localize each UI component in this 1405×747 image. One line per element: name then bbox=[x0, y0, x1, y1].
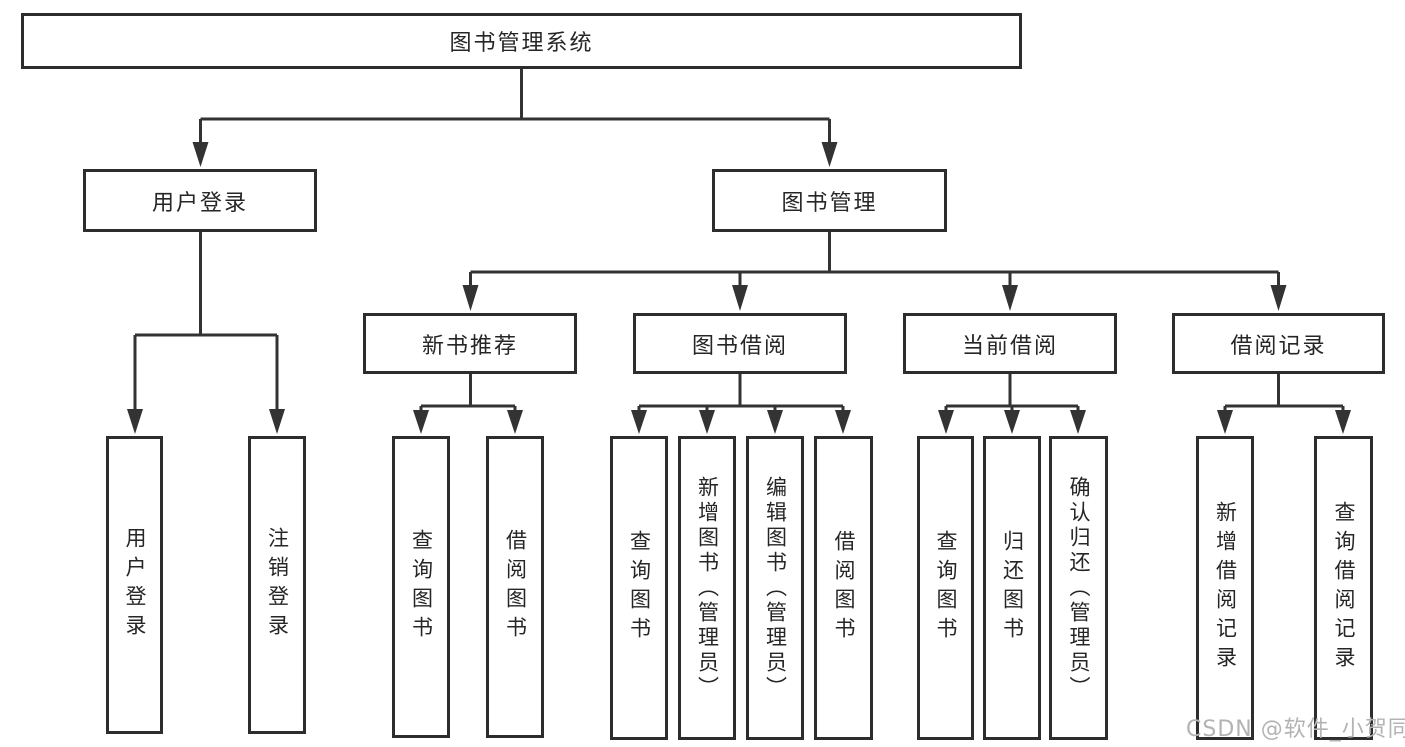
arrow-down-icon bbox=[821, 142, 838, 167]
leaf-label: 确认归还（管理员） bbox=[1067, 475, 1091, 701]
arrow-down-icon bbox=[835, 410, 851, 434]
leaf-label: 借阅图书 bbox=[503, 529, 528, 645]
arrow-down-icon bbox=[1217, 410, 1233, 434]
leaf-label: 查询图书 bbox=[627, 530, 652, 646]
connector-root bbox=[192, 68, 838, 167]
connector-book-borrowing bbox=[631, 374, 851, 434]
leaf-bb-add-books-admin: 新增图书（管理员） bbox=[678, 436, 736, 740]
arrow-down-icon bbox=[732, 285, 748, 311]
node-library-system: 图书管理系统 bbox=[21, 13, 1022, 69]
leaf-br-query-record: 查询借阅记录 bbox=[1314, 436, 1373, 740]
connector-borrowing-records bbox=[1217, 374, 1351, 434]
leaf-bb-edit-books-admin: 编辑图书（管理员） bbox=[746, 436, 804, 740]
connector-user-login bbox=[127, 232, 285, 434]
arrow-down-icon bbox=[767, 410, 783, 434]
arrow-down-icon bbox=[699, 410, 715, 434]
connector-book-management bbox=[462, 232, 1287, 311]
arrow-down-icon bbox=[938, 410, 954, 434]
leaf-user-login: 用户登录 bbox=[106, 436, 163, 734]
leaf-label: 归还图书 bbox=[1000, 530, 1025, 646]
arrow-down-icon bbox=[413, 410, 429, 434]
node-user-login: 用户登录 bbox=[83, 169, 317, 232]
arrow-down-icon bbox=[1335, 410, 1351, 434]
arrow-down-icon bbox=[269, 409, 285, 434]
leaf-label: 查询图书 bbox=[934, 530, 958, 646]
node-current-borrowing: 当前借阅 bbox=[903, 313, 1117, 374]
leaf-label: 新增借阅记录 bbox=[1213, 501, 1238, 675]
arrow-down-icon bbox=[1070, 410, 1086, 434]
arrow-down-icon bbox=[462, 285, 479, 311]
leaf-bb-borrow-books: 借阅图书 bbox=[814, 436, 873, 740]
arrow-down-icon bbox=[507, 410, 523, 434]
leaf-br-add-record: 新增借阅记录 bbox=[1196, 436, 1254, 740]
arrow-down-icon bbox=[1002, 285, 1018, 311]
leaf-cb-return-books: 归还图书 bbox=[983, 436, 1041, 740]
arrow-down-icon bbox=[127, 409, 143, 434]
leaf-logout: 注销登录 bbox=[248, 436, 306, 734]
node-new-book-recommend: 新书推荐 bbox=[363, 313, 577, 374]
leaf-label: 用户登录 bbox=[123, 527, 147, 643]
arrow-down-icon bbox=[192, 142, 209, 167]
leaf-label: 查询借阅记录 bbox=[1332, 501, 1356, 675]
leaf-nb-borrow-books: 借阅图书 bbox=[486, 436, 544, 738]
node-book-management: 图书管理 bbox=[712, 169, 947, 232]
node-borrowing-records: 借阅记录 bbox=[1172, 313, 1385, 374]
leaf-bb-query-books: 查询图书 bbox=[610, 436, 668, 740]
leaf-label: 注销登录 bbox=[265, 527, 290, 643]
leaf-nb-query-books: 查询图书 bbox=[392, 436, 450, 738]
leaf-cb-query-books: 查询图书 bbox=[917, 436, 974, 740]
leaf-label: 查询图书 bbox=[409, 529, 434, 645]
node-book-borrowing: 图书借阅 bbox=[633, 313, 847, 374]
connector-new-book-recommend bbox=[413, 374, 523, 434]
watermark-text: CSDN @软件_小贺同学 bbox=[1186, 717, 1405, 742]
leaf-cb-confirm-return-admin: 确认归还（管理员） bbox=[1049, 436, 1108, 740]
leaf-label: 新增图书（管理员） bbox=[695, 475, 720, 701]
leaf-label: 编辑图书（管理员） bbox=[763, 475, 788, 701]
arrow-down-icon bbox=[1270, 285, 1287, 311]
connector-current-borrowing bbox=[938, 374, 1086, 434]
leaf-label: 借阅图书 bbox=[832, 530, 856, 646]
arrow-down-icon bbox=[1004, 410, 1020, 434]
arrow-down-icon bbox=[631, 410, 647, 434]
